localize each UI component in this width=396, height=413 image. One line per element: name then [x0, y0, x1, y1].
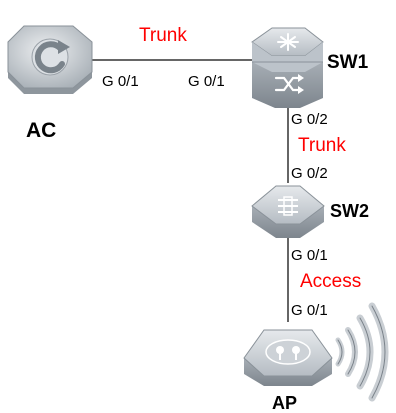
link-sw2-ap-port-sw2: G 0/1 — [291, 247, 328, 264]
core-switch-icon — [251, 27, 324, 108]
link-sw1-sw2-port-sw1: G 0/2 — [291, 111, 328, 128]
link-ac-sw1-port-sw1: G 0/1 — [188, 73, 225, 90]
sw1-label: SW1 — [327, 52, 369, 73]
wireless-access-point-icon — [243, 329, 333, 386]
ac-device[interactable] — [7, 25, 93, 94]
link-sw1-sw2-mode: Trunk — [298, 135, 346, 156]
link-sw2-ap-port-ap: G 0/1 — [291, 302, 328, 319]
ac-label: AC — [26, 119, 56, 142]
sw2-label: SW2 — [330, 201, 369, 221]
sw2-device[interactable] — [251, 185, 325, 238]
sw1-device[interactable] — [251, 27, 324, 108]
link-sw2-ap-mode: Access — [300, 271, 361, 292]
link-ac-sw1-mode: Trunk — [139, 25, 187, 46]
link-sw1-sw2-port-sw2: G 0/2 — [291, 165, 328, 182]
ap-label: AP — [272, 393, 297, 413]
ap-device[interactable] — [243, 302, 389, 402]
link-ac-sw1-port-ac: G 0/1 — [102, 73, 139, 90]
wireless-signal-icon — [335, 302, 389, 402]
access-switch-icon — [251, 185, 325, 238]
